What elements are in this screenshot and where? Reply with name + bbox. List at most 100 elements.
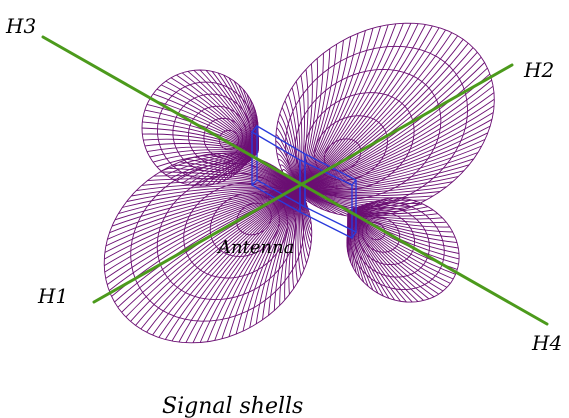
shell-strand bbox=[299, 170, 465, 192]
label-antenna: Antenna bbox=[216, 237, 294, 258]
axis-h3-h4 bbox=[41, 35, 549, 326]
shell-strand bbox=[104, 189, 301, 260]
shell-ring bbox=[365, 221, 386, 241]
shell-strand bbox=[193, 69, 259, 153]
shell-strand bbox=[299, 125, 491, 191]
shell-strand bbox=[347, 211, 447, 224]
shell-ring bbox=[218, 129, 240, 151]
shell-ring bbox=[183, 182, 288, 279]
shell-strand bbox=[299, 36, 352, 191]
shell-strand bbox=[255, 189, 301, 325]
shell-strand bbox=[107, 189, 301, 240]
antenna-wireframe bbox=[251, 124, 357, 240]
shell-strand bbox=[284, 100, 301, 191]
shell-strand bbox=[176, 74, 259, 153]
shell-strand bbox=[164, 189, 301, 340]
shell-strand bbox=[185, 189, 301, 343]
shell-strand bbox=[105, 189, 301, 247]
shell-ring bbox=[304, 92, 415, 190]
signal-shells bbox=[103, 22, 495, 344]
shell-strand bbox=[149, 98, 259, 153]
shell-strand bbox=[284, 189, 301, 301]
shell-strand bbox=[299, 67, 488, 191]
shell-strand bbox=[228, 189, 301, 337]
shell-strand bbox=[130, 189, 301, 322]
shell-strand bbox=[114, 189, 301, 221]
shell-strand bbox=[299, 24, 389, 191]
shell-strand bbox=[178, 189, 301, 343]
shell-ring bbox=[156, 172, 297, 301]
shell-ring bbox=[314, 115, 388, 181]
shell-strand bbox=[299, 63, 313, 191]
shell-ring bbox=[203, 117, 243, 158]
shell-strand bbox=[347, 211, 444, 292]
label-h2: H2 bbox=[523, 58, 554, 82]
shell-strand bbox=[146, 146, 259, 153]
shell-strand bbox=[268, 189, 301, 316]
antenna-frame-edge bbox=[351, 179, 357, 186]
shell-strand bbox=[141, 181, 301, 191]
shell-strand bbox=[347, 211, 448, 288]
shell-strand bbox=[299, 79, 493, 191]
caption: Signal shells bbox=[162, 394, 303, 418]
axes bbox=[41, 35, 549, 326]
shell-strand bbox=[161, 84, 259, 153]
shell-strand bbox=[347, 211, 454, 280]
shell-strand bbox=[165, 80, 259, 153]
shell-strand bbox=[279, 189, 301, 306]
shell-strand bbox=[299, 118, 493, 191]
shell-strand bbox=[242, 189, 301, 332]
label-h1: H1 bbox=[37, 284, 68, 308]
shell-strand bbox=[146, 189, 301, 333]
shell-ring bbox=[284, 45, 469, 209]
shell-strand bbox=[152, 189, 301, 336]
shell-strand bbox=[347, 211, 451, 284]
shell-lobe-h2 bbox=[275, 22, 495, 218]
shell-ring bbox=[354, 207, 430, 278]
shell-strand bbox=[347, 209, 434, 215]
shell-strand bbox=[299, 75, 305, 191]
shell-strand bbox=[131, 185, 301, 197]
shell-ring bbox=[358, 212, 415, 266]
shell-strand bbox=[299, 152, 479, 191]
shell-strand bbox=[299, 24, 426, 191]
antenna-frame-edge bbox=[351, 231, 357, 239]
shell-strand bbox=[277, 120, 301, 191]
shell-strand bbox=[347, 211, 413, 303]
shell-strand bbox=[299, 73, 491, 191]
shell-strand bbox=[297, 189, 302, 277]
shell-strand bbox=[347, 211, 419, 302]
shell-strand bbox=[152, 93, 259, 153]
shell-strand bbox=[299, 145, 482, 191]
shell-strand bbox=[299, 23, 412, 191]
shell-strand bbox=[299, 33, 359, 191]
shell-lobe-h4 bbox=[346, 197, 460, 303]
shell-strand bbox=[295, 81, 303, 191]
shell-strand bbox=[146, 103, 259, 153]
shell-strand bbox=[143, 138, 259, 153]
shell-strand bbox=[147, 178, 301, 191]
shell-strand bbox=[299, 47, 474, 191]
shell-strand bbox=[111, 189, 301, 227]
shell-strand bbox=[299, 23, 397, 191]
shell-strand bbox=[136, 183, 301, 192]
shell-strand bbox=[299, 98, 495, 191]
shell-strand bbox=[170, 77, 259, 153]
shell-strand bbox=[144, 109, 259, 153]
shell-strand bbox=[135, 189, 301, 326]
shell-strand bbox=[281, 107, 301, 191]
label-h3: H3 bbox=[5, 14, 36, 38]
shell-strand bbox=[347, 211, 424, 301]
shell-strand bbox=[299, 23, 404, 191]
shell-strand bbox=[214, 189, 301, 341]
shell-strand bbox=[299, 30, 366, 191]
shell-strand bbox=[262, 189, 301, 320]
shell-ring bbox=[361, 216, 401, 253]
shell-strand bbox=[104, 189, 301, 273]
shell-strand bbox=[140, 189, 301, 330]
shell-strand bbox=[299, 42, 469, 191]
shell-strand bbox=[347, 206, 429, 213]
shell-strand bbox=[347, 211, 456, 275]
